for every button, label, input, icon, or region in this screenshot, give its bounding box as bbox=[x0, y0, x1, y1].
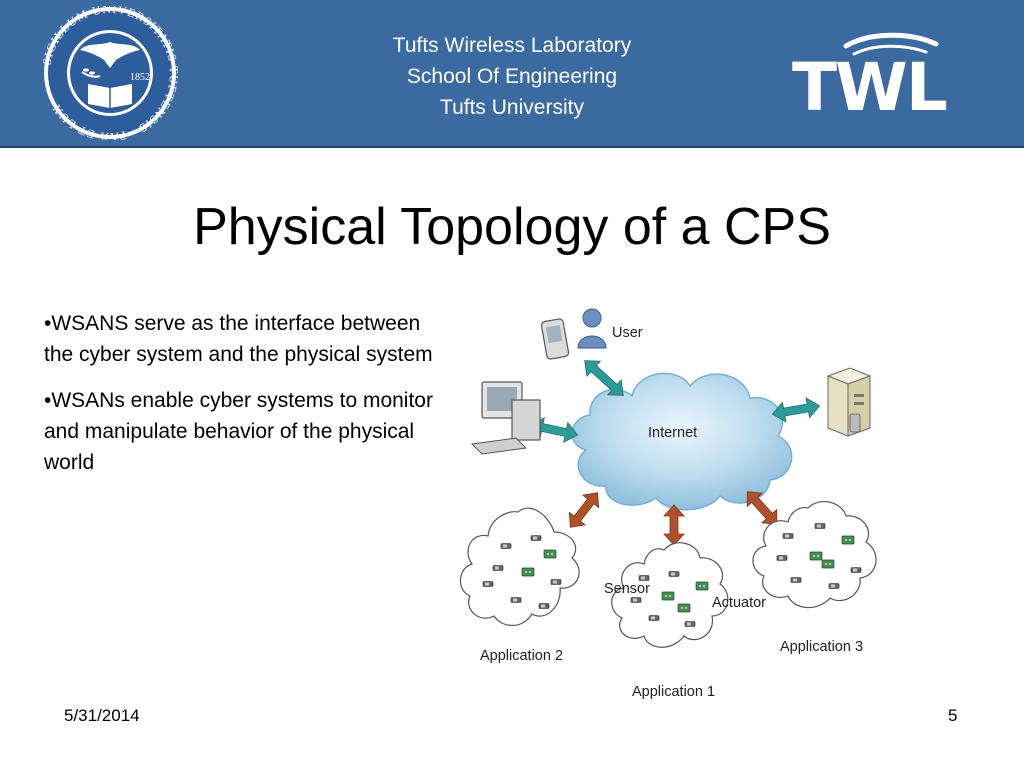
application-2-cluster bbox=[459, 507, 580, 627]
application-3-label: Application 3 bbox=[780, 639, 863, 655]
lab-name-block: Tufts Wireless Laboratory School Of Engi… bbox=[312, 30, 712, 123]
computer-internet-link bbox=[529, 416, 579, 444]
header-banner: SIGILLUM UNIVERSITATIS TUFTENSIS · PAX E… bbox=[0, 0, 1024, 148]
user-internet-link bbox=[584, 360, 624, 396]
user-icon bbox=[577, 308, 607, 349]
svg-text:1852: 1852 bbox=[130, 72, 150, 83]
application-1-label: Application 1 bbox=[632, 684, 715, 700]
bullet-item: •WSANs enable cyber systems to monitor a… bbox=[44, 389, 433, 474]
user-label: User bbox=[612, 325, 643, 341]
school-name-line: School Of Engineering bbox=[406, 65, 618, 88]
application-1-cluster bbox=[611, 542, 729, 648]
university-name-line: Tufts University bbox=[440, 96, 584, 119]
lab-name-line: Tufts Wireless Laboratory bbox=[392, 34, 632, 57]
app1-internet-link bbox=[663, 504, 685, 546]
sensor-label: Sensor bbox=[604, 581, 650, 597]
mobile-device-icon bbox=[540, 318, 570, 360]
slide-title: Physical Topology of a CPS bbox=[193, 198, 831, 256]
app2-internet-link bbox=[568, 492, 600, 528]
tufts-seal-icon: SIGILLUM UNIVERSITATIS TUFTENSIS · PAX E… bbox=[40, 6, 181, 140]
twl-logo-icon: TWL bbox=[792, 32, 949, 120]
internet-cloud-icon bbox=[571, 372, 793, 511]
application-2-label: Application 2 bbox=[480, 648, 563, 664]
cps-topology-diagram: Internet User bbox=[459, 308, 877, 700]
desktop-computer-icon bbox=[470, 381, 541, 455]
page-number: 5 bbox=[948, 706, 958, 725]
svg-text:TWL: TWL bbox=[792, 49, 947, 120]
server-icon bbox=[826, 367, 872, 437]
bullet-list: •WSANS serve as the interface between th… bbox=[44, 308, 444, 493]
server-internet-link bbox=[771, 397, 821, 423]
actuator-label: Actuator bbox=[712, 595, 766, 611]
internet-label: Internet bbox=[648, 425, 697, 441]
bullet-item: •WSANS serve as the interface between th… bbox=[44, 312, 433, 366]
application-3-cluster bbox=[752, 500, 877, 609]
footer-date: 5/31/2014 bbox=[64, 706, 140, 725]
